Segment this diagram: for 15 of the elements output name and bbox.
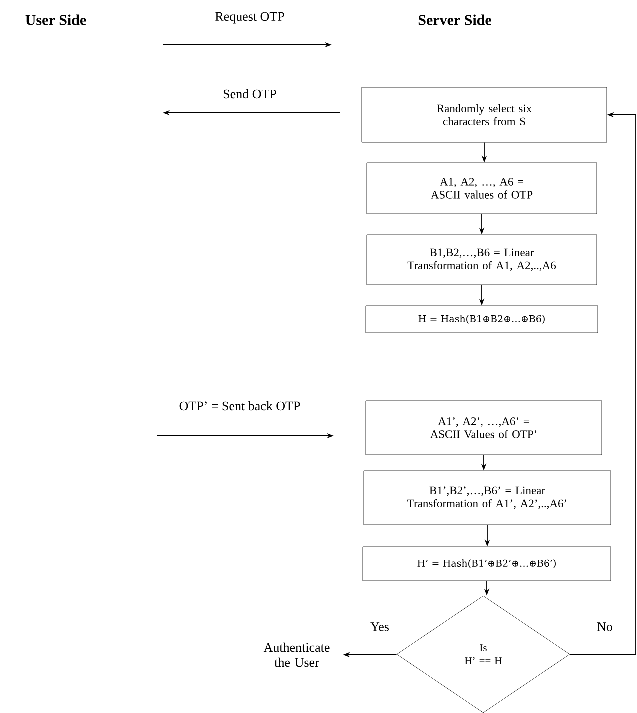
edge-label: OTP’ = Sent back OTP	[178, 400, 302, 412]
process-box: A1’, A2’, …,A6’ = ASCII Values of OTP’	[366, 400, 602, 456]
process-box: H = Hash(B1⊕B2⊕…⊕B6)	[366, 306, 598, 334]
arrow-label: Request OTP	[216, 12, 284, 24]
edge-label: Yes	[370, 622, 390, 632]
process-box: Randomly select six characters from S	[362, 87, 608, 143]
column-heading: Server Side	[418, 14, 492, 26]
process-box: H’ = Hash(B1’⊕B2’⊕…⊕B6’)	[362, 546, 612, 582]
edge-label: Send OTP	[222, 88, 278, 100]
process-box: B1’,B2’,…,B6’ = Linear Transformation of A1’, A2’,..,A6’	[364, 470, 612, 526]
column-heading: User Side	[26, 14, 86, 26]
edge-label: No	[596, 622, 614, 632]
process-box: A1, A2, …, A6 = ASCII values of OTP	[366, 162, 598, 214]
outcome-text: Authenticate the User	[264, 642, 330, 668]
process-box: B1,B2,…,B6 = Linear Transformation of A1, A2,..,A6	[366, 234, 598, 286]
